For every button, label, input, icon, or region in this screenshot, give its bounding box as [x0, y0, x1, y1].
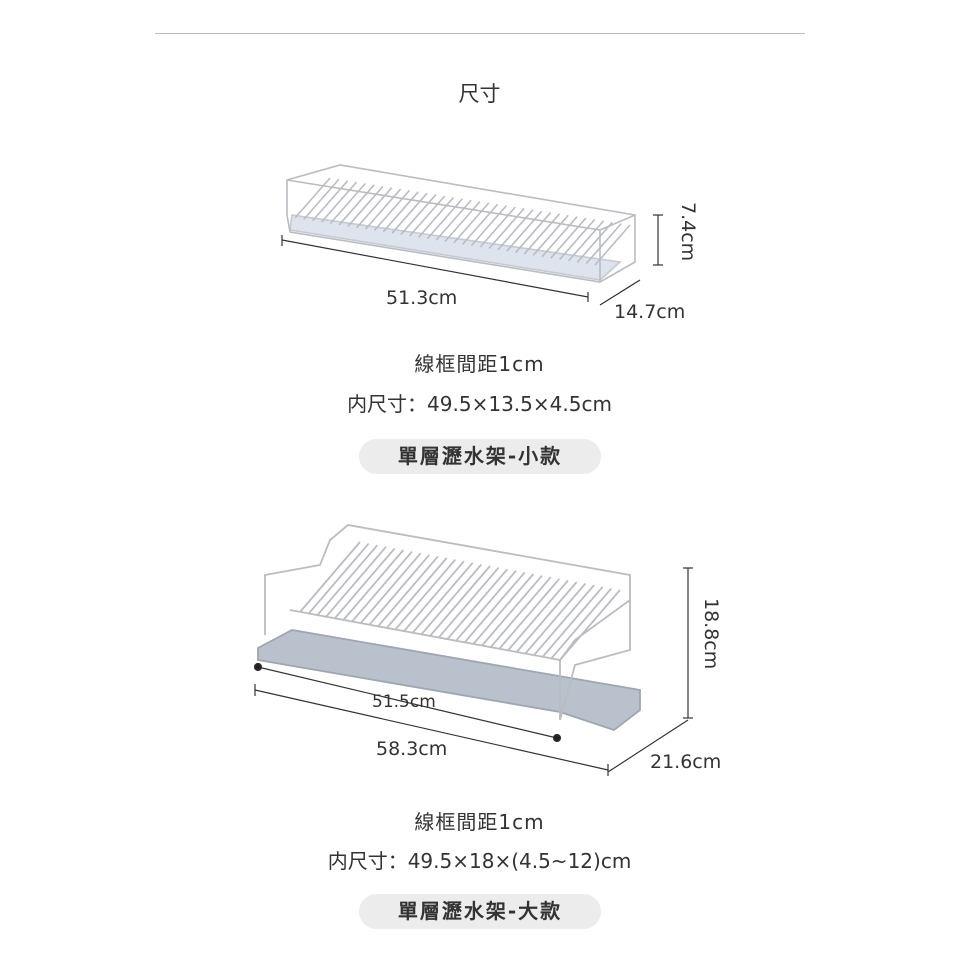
- rack-wire: [400, 194, 437, 236]
- rack-wire: [455, 570, 517, 642]
- rack-wire: [567, 220, 605, 262]
- small-model-badge: 單層瀝水架-小款: [359, 439, 601, 474]
- rack-wire: [325, 546, 387, 618]
- rack-wire: [463, 571, 526, 643]
- rack-wire: [541, 586, 604, 658]
- rack-wire: [550, 217, 587, 259]
- rack-wire: [453, 202, 490, 244]
- rack-wire: [312, 180, 349, 222]
- rack-wire: [347, 185, 384, 227]
- large-height-label: 18.8cm: [700, 598, 722, 670]
- rack-wire: [576, 221, 613, 263]
- rack-wire: [472, 573, 535, 645]
- rack-wire: [307, 543, 370, 615]
- small-spacing-text: 線框間距1cm: [414, 352, 545, 376]
- rack-wire: [444, 200, 481, 243]
- rack-wire: [294, 177, 331, 219]
- rack-wire: [481, 575, 543, 647]
- large-inner-size-text: 内尺寸：49.5×18×(4.5~12)cm: [327, 849, 632, 873]
- rack-wire: [550, 587, 613, 659]
- rack-wire: [462, 203, 499, 245]
- rack-wire: [320, 181, 358, 223]
- rack-wire: [541, 216, 578, 258]
- rack-wire: [338, 184, 375, 226]
- large-depth-label: 21.6cm: [650, 751, 722, 773]
- rack-wire: [351, 551, 413, 623]
- rack-wire: [514, 212, 552, 254]
- small-inner-size-text: 内尺寸：49.5×13.5×4.5cm: [347, 392, 612, 416]
- rack-wire: [470, 205, 508, 247]
- rack-wire: [559, 589, 621, 661]
- rack-wire: [420, 563, 483, 635]
- rack-wire: [368, 554, 431, 626]
- rack-wire: [497, 209, 534, 251]
- rack-wire: [342, 549, 405, 621]
- small-dimension-lines: [281, 214, 663, 306]
- rack-wire: [429, 565, 491, 637]
- rack-wire: [446, 568, 509, 640]
- rack-wire: [506, 210, 543, 252]
- rack-wire: [377, 555, 439, 627]
- rack-wire: [382, 191, 419, 233]
- small-height-label: 7.4cm: [677, 202, 699, 262]
- large-model-badge: 單層瀝水架-大款: [359, 894, 601, 929]
- rack-wire: [356, 187, 393, 229]
- top-divider: [155, 33, 805, 34]
- rack-wire: [373, 189, 411, 231]
- rack-wire: [391, 192, 428, 234]
- rack-wire: [594, 224, 631, 266]
- rack-wire: [426, 198, 463, 240]
- rack-wire: [507, 579, 569, 651]
- rack-wire: [385, 557, 448, 629]
- rack-wire: [299, 541, 361, 613]
- rack-wire: [303, 178, 340, 220]
- rack-wire: [316, 544, 379, 616]
- rack-wire: [333, 547, 396, 619]
- large-spacing-text: 線框間距1cm: [414, 810, 545, 834]
- rack-wire: [437, 567, 500, 639]
- rack-wire: [523, 213, 561, 255]
- rack-wire: [394, 559, 457, 631]
- rack-wire: [329, 183, 366, 225]
- rack-wire: [533, 584, 595, 656]
- small-length-label: 51.3cm: [386, 287, 458, 309]
- rack-wire: [559, 218, 596, 260]
- rack-wire: [403, 560, 465, 632]
- rack-wire: [488, 207, 525, 249]
- rack-wire: [515, 581, 578, 653]
- rack-wire: [359, 552, 422, 624]
- rack-wire: [532, 214, 569, 256]
- rack-wire: [364, 188, 402, 230]
- large-inner-length-label: 51.5cm: [372, 692, 436, 712]
- rack-wire: [585, 223, 622, 265]
- large-dimension-lines: [253, 567, 693, 776]
- large-rack-image: [257, 524, 641, 732]
- rack-wire: [498, 578, 561, 650]
- rack-wire: [524, 583, 587, 655]
- rack-wire: [411, 562, 474, 634]
- large-length-label: 58.3cm: [376, 738, 448, 760]
- rack-wire: [479, 206, 516, 248]
- rack-wire: [435, 199, 472, 241]
- section-title: 尺寸: [458, 82, 501, 106]
- rack-wire: [489, 576, 552, 648]
- rack-wire: [417, 196, 455, 238]
- small-rack-image: [286, 164, 636, 283]
- small-depth-label: 14.7cm: [614, 301, 686, 323]
- rack-wire: [409, 195, 446, 237]
